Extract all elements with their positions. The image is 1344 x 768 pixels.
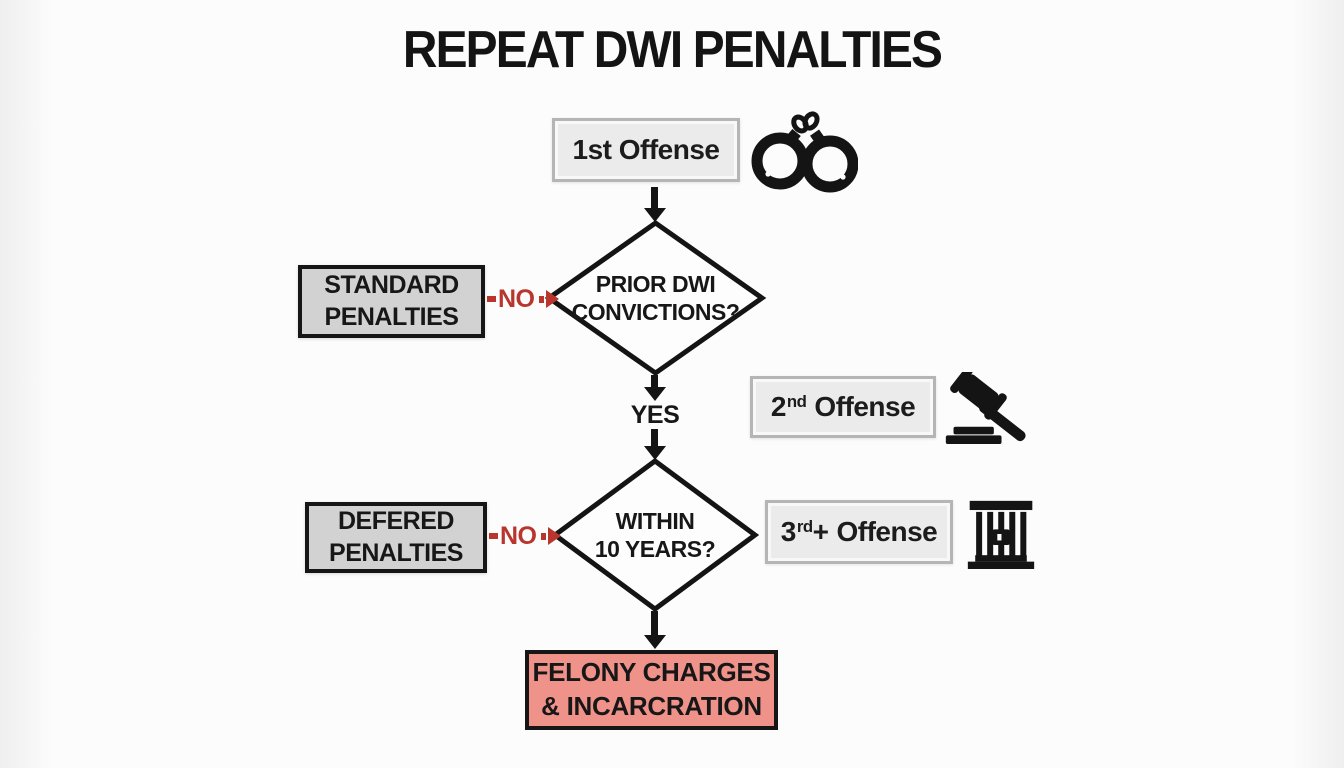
offense3-word: Offense bbox=[836, 516, 938, 547]
edge-no-2: NO bbox=[489, 521, 561, 550]
no-edge-shaft bbox=[540, 532, 546, 540]
no-edge-shaft bbox=[538, 295, 544, 303]
decision1-line1: PRIOR DWI bbox=[595, 270, 716, 297]
handcuffs-icon bbox=[751, 111, 858, 193]
arrow-decision2-to-felony bbox=[651, 611, 658, 635]
node-felony-charges: FELONY CHARGES & INCARCRATION bbox=[525, 650, 778, 730]
standard-penalties-line1: STANDARD bbox=[324, 271, 459, 300]
page-title: REPEAT DWI PENALTIES bbox=[402, 21, 943, 79]
no-edge-arrowhead-icon bbox=[547, 527, 561, 545]
deferred-penalties-line1: DEFERED bbox=[338, 507, 454, 536]
edge-no-1: NO bbox=[487, 284, 559, 313]
no-edge-dash bbox=[487, 296, 496, 302]
node-2nd-offense-label: 2nd Offense bbox=[770, 391, 916, 423]
jail-bars-icon bbox=[967, 500, 1035, 569]
node-1st-offense: 1st Offense bbox=[552, 118, 740, 182]
arrow-offense1-to-decision1 bbox=[651, 187, 658, 208]
decision2-line1: WITHIN bbox=[615, 507, 695, 534]
arrow-decision1-down bbox=[651, 375, 658, 387]
offense2-ordinal: nd bbox=[786, 391, 807, 411]
offense3-number: 3 bbox=[780, 516, 797, 547]
no-edge-dash bbox=[489, 533, 498, 539]
node-3rd-plus-offense: 3rd+Offense bbox=[765, 500, 953, 564]
offense3-ordinal: rd bbox=[796, 516, 813, 536]
no-edge-arrowhead-icon bbox=[545, 290, 559, 308]
decision2-line2: 10 YEARS? bbox=[594, 536, 716, 562]
decision1-line2: CONVICTIONS? bbox=[571, 299, 740, 325]
node-1st-offense-label: 1st Offense bbox=[572, 134, 721, 165]
decision-prior-dwi-diamond bbox=[544, 219, 767, 377]
standard-penalties-line2: PENALTIES bbox=[324, 302, 459, 331]
edge-no-2-label: NO bbox=[500, 521, 537, 550]
node-deferred-penalties: DEFERED PENALTIES bbox=[305, 502, 487, 573]
node-standard-penalties: STANDARD PENALTIES bbox=[298, 265, 485, 338]
offense2-word: Offense bbox=[814, 391, 916, 422]
felony-line2: & INCARCRATION bbox=[541, 691, 762, 721]
node-2nd-offense: 2nd Offense bbox=[750, 376, 936, 438]
offense2-number: 2 bbox=[770, 391, 787, 422]
decision-within-10-years-text: WITHIN 10 YEARS? bbox=[571, 478, 739, 592]
arrow-yes-to-decision2 bbox=[651, 429, 658, 446]
edge-yes-label: YES bbox=[630, 401, 680, 429]
edge-no-1-label: NO bbox=[498, 284, 535, 313]
gavel-icon bbox=[945, 372, 1026, 444]
felony-line1: FELONY CHARGES bbox=[532, 657, 771, 688]
decision-prior-dwi-text: PRIOR DWI CONVICTIONS? bbox=[564, 240, 747, 356]
offense3-plus: + bbox=[812, 516, 829, 547]
node-3rd-plus-offense-label: 3rd+Offense bbox=[780, 516, 938, 548]
decision-within-10-years-diamond bbox=[551, 457, 759, 613]
deferred-penalties-line2: PENALTIES bbox=[329, 538, 463, 567]
